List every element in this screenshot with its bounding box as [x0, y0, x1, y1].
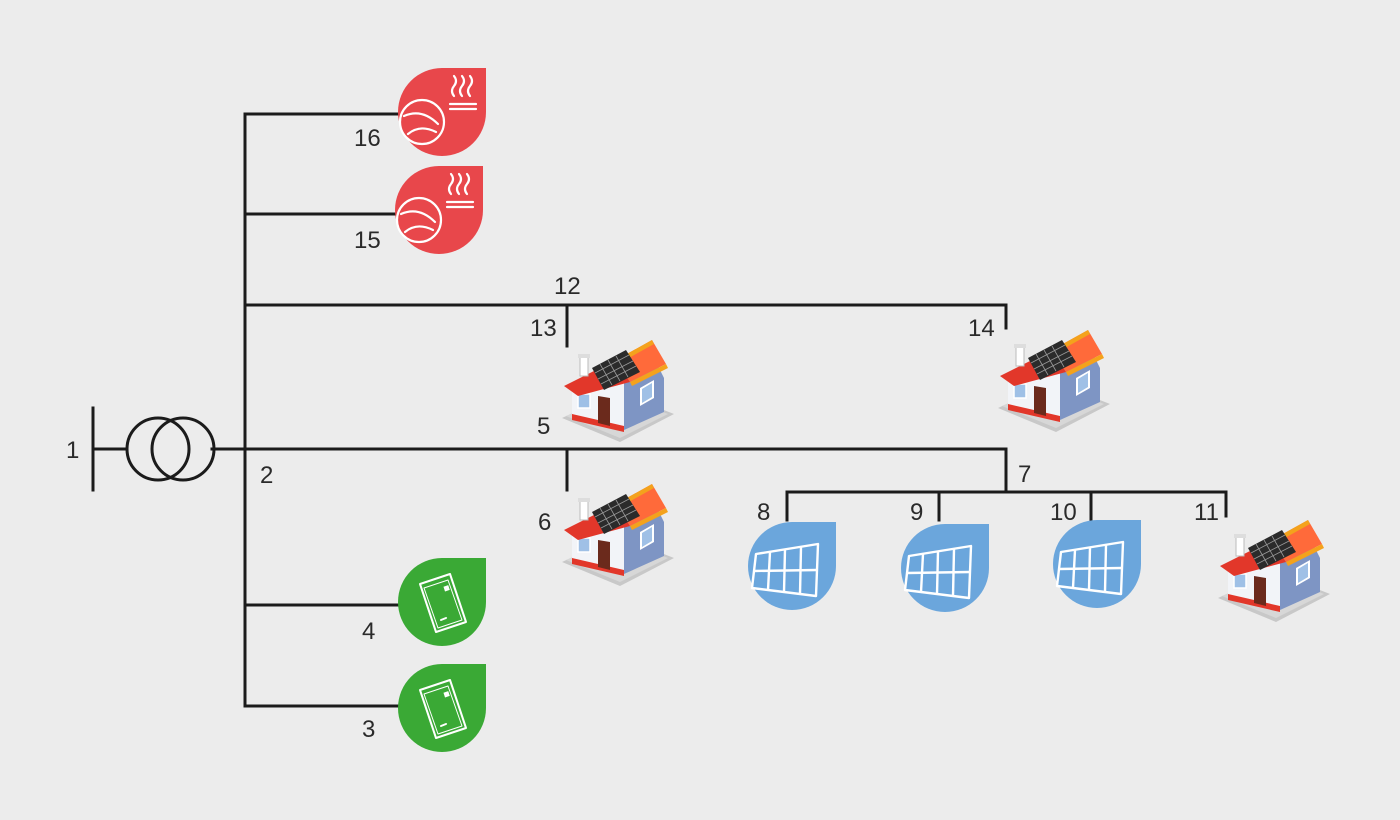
node-label-8: 8	[757, 499, 770, 526]
pv-9	[901, 524, 989, 612]
node-label-13: 13	[530, 315, 557, 342]
node-label-12: 12	[554, 273, 581, 300]
node-label-9: 9	[910, 499, 923, 526]
network-lines	[91, 112, 1228, 708]
transformer-icon	[125, 416, 216, 482]
node-label-16: 16	[354, 125, 381, 152]
node-label-6: 6	[538, 509, 551, 536]
node-label-5: 5	[537, 413, 550, 440]
node-label-1: 1	[66, 437, 79, 464]
pv-8	[748, 522, 836, 610]
node-label-14: 14	[968, 315, 995, 342]
battery-drop-shape	[398, 558, 486, 646]
pv-drop-shape	[1053, 520, 1141, 608]
battery-4	[398, 558, 486, 646]
solar-house-icon	[1217, 519, 1331, 622]
pv-drop-shape	[748, 522, 836, 610]
node-label-4: 4	[362, 618, 375, 645]
solar-house-icon	[997, 329, 1111, 432]
node-label-3: 3	[362, 716, 375, 743]
node-label-11: 11	[1194, 499, 1219, 526]
battery-drop-shape	[398, 664, 486, 752]
solar-house-icon	[561, 483, 675, 586]
node-label-2: 2	[260, 462, 273, 489]
heat-pump-16	[398, 68, 486, 156]
node-label-7: 7	[1018, 461, 1031, 488]
heat-pump-15	[395, 166, 483, 254]
solar-house-icon	[561, 339, 675, 442]
node-label-10: 10	[1050, 499, 1077, 526]
pv-drop-shape	[901, 524, 989, 612]
battery-3	[398, 664, 486, 752]
node-label-15: 15	[354, 227, 381, 254]
pv-10	[1053, 520, 1141, 608]
node-labels: 1 2 3 4 5 6 7 8 9 10 11 12 13 14 15 16	[66, 125, 1219, 743]
